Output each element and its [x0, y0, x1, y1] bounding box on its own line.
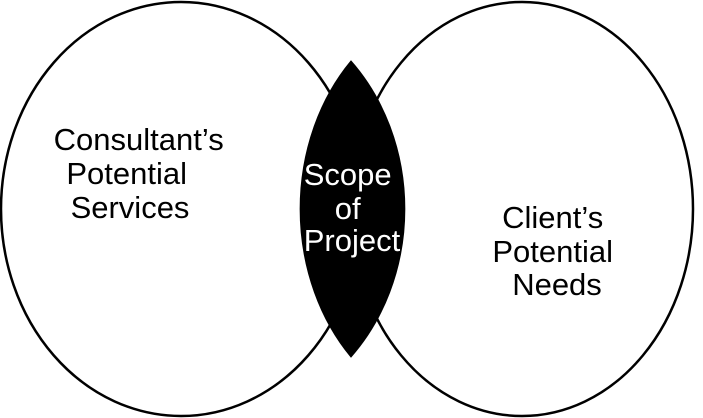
intersection-label-line-1: Scope	[304, 157, 392, 192]
right-set-circle	[349, 0, 695, 418]
left-set-label-line-2: Potential	[66, 156, 187, 191]
intersection-label: Scope of Project	[304, 157, 401, 258]
left-set-circle	[0, 0, 363, 418]
intersection-region	[299, 60, 406, 358]
intersection-label-line-2: of	[335, 191, 361, 226]
right-set-label-line-2: Potential	[492, 234, 613, 269]
left-set-label-line-1: Consultant’s	[54, 122, 224, 157]
right-set-label: Client’s Potential Needs	[492, 200, 621, 302]
right-set-label-line-3: Needs	[512, 267, 602, 302]
intersection-label-line-3: Project	[304, 223, 401, 258]
left-set-label-line-3: Services	[71, 190, 190, 225]
left-set-label: Consultant’s Potential Services	[54, 122, 233, 225]
right-set-label-line-1: Client’s	[502, 200, 603, 235]
